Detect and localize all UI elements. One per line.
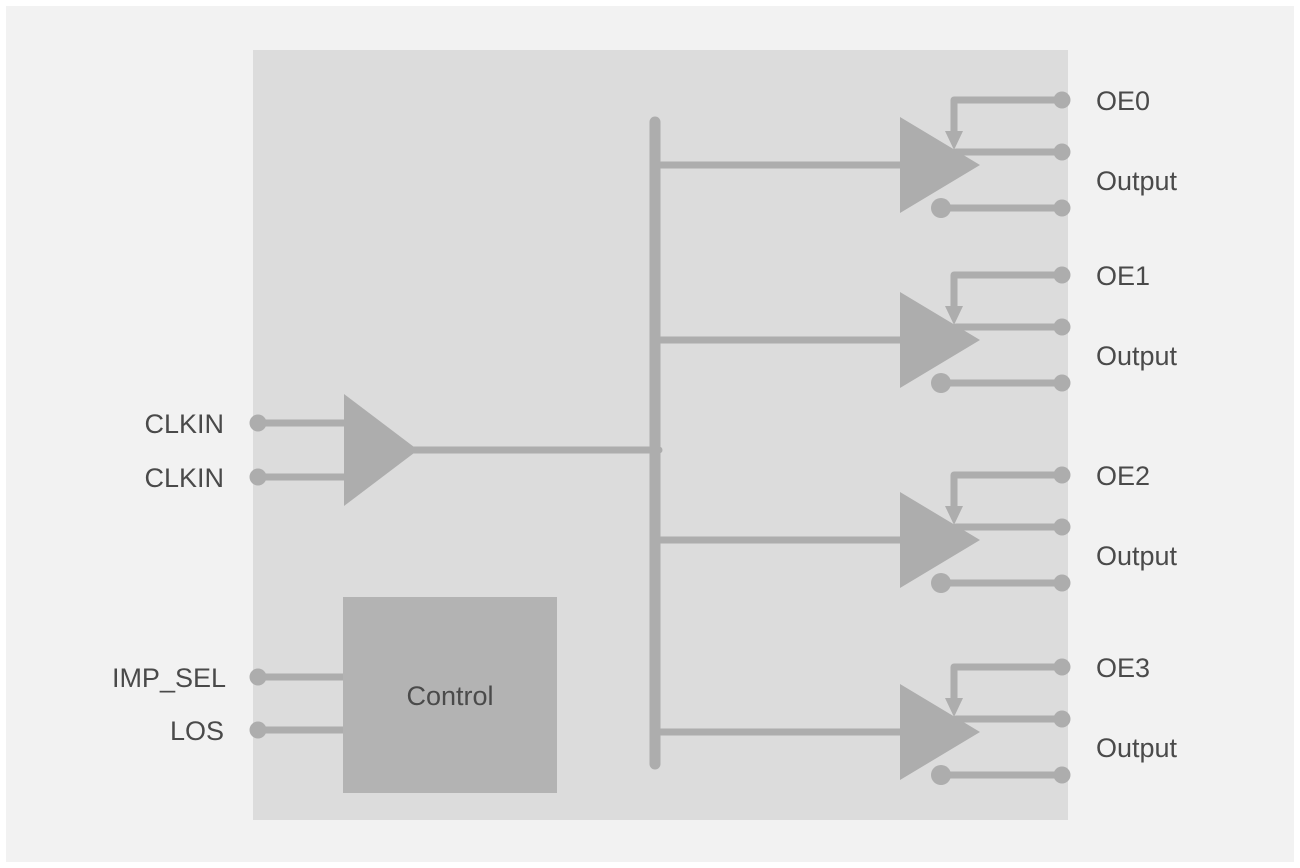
output-channel-0: OE0 Output: [651, 86, 1178, 218]
output0-complement-pin: [1053, 199, 1071, 217]
imp-sel-label: IMP_SEL: [112, 663, 226, 693]
oe1-label: OE1: [1096, 261, 1150, 291]
output3-true-pin: [1053, 710, 1071, 728]
output-buffer-triangle-icon-1: [900, 292, 980, 388]
oe0-pin: [1053, 91, 1071, 109]
output1-true-pin: [1053, 318, 1071, 336]
oe2-pin: [1053, 466, 1071, 484]
oe1-pin: [1053, 266, 1071, 284]
output-buffer-triangle-icon-2: [900, 492, 980, 588]
output3-inversion-bubble-icon: [931, 765, 951, 785]
clkin-top-pin: [249, 414, 267, 432]
clkin-top-label: CLKIN: [144, 409, 224, 439]
oe3-wire: [950, 663, 1066, 703]
oe0-wire: [950, 96, 1066, 136]
output-buffer-triangle-icon-3: [900, 684, 980, 780]
output2-inversion-bubble-icon: [931, 573, 951, 593]
control-section: Control IMP_SEL LOS: [112, 597, 557, 793]
output3-complement-pin: [1053, 766, 1071, 784]
output1-label: Output: [1096, 341, 1178, 371]
input-buffer-triangle-icon: [344, 394, 418, 506]
output2-true-pin: [1053, 518, 1071, 536]
oe3-pin: [1053, 658, 1071, 676]
oe0-arrow-icon: [945, 131, 963, 150]
oe1-wire: [950, 271, 1066, 311]
los-label: LOS: [170, 716, 224, 746]
oe3-arrow-icon: [945, 698, 963, 717]
output1-inversion-bubble-icon: [931, 373, 951, 393]
output2-complement-pin: [1053, 574, 1071, 592]
output1-complement-pin: [1053, 374, 1071, 392]
output-channel-3: OE3 Output: [651, 653, 1178, 785]
clkin-bottom-pin: [249, 468, 267, 486]
oe1-arrow-icon: [945, 306, 963, 325]
output3-label: Output: [1096, 733, 1178, 763]
output2-label: Output: [1096, 541, 1178, 571]
imp-sel-pin: [249, 668, 267, 686]
output0-inversion-bubble-icon: [931, 198, 951, 218]
output0-label: Output: [1096, 166, 1178, 196]
oe2-arrow-icon: [945, 506, 963, 525]
oe3-label: OE3: [1096, 653, 1150, 683]
output-buffer-triangle-icon-0: [900, 117, 980, 213]
output0-true-pin: [1053, 143, 1071, 161]
oe2-wire: [950, 471, 1066, 511]
control-block-label: Control: [406, 681, 493, 711]
control-block: [343, 597, 557, 793]
oe0-label: OE0: [1096, 86, 1150, 116]
output-channel-1: OE1 Output: [651, 261, 1178, 393]
output-channel-2: OE2 Output: [651, 461, 1178, 593]
clkin-bottom-label: CLKIN: [144, 463, 224, 493]
los-pin: [249, 721, 267, 739]
oe2-label: OE2: [1096, 461, 1150, 491]
clock-input-section: CLKIN CLKIN: [144, 394, 663, 506]
